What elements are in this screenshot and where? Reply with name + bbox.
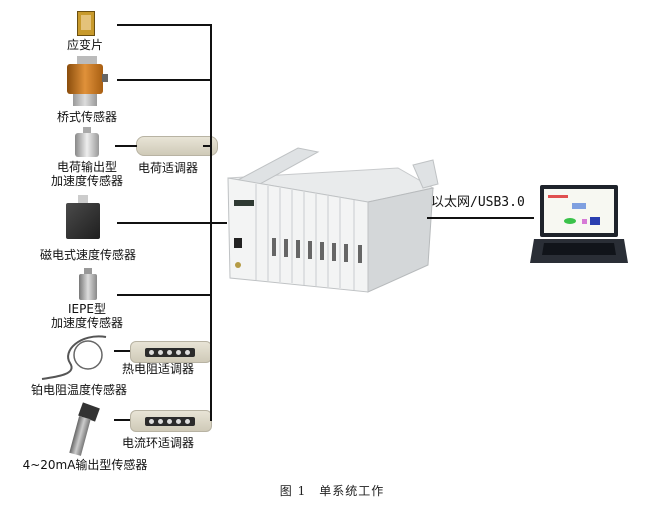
figure-caption: 图 1 单系统工作	[279, 484, 385, 498]
current-loop-conditioner-label: 电流环适调器	[121, 436, 194, 450]
platinum-rtd-icon	[41, 335, 107, 380]
magnetoelectric-link	[117, 222, 211, 224]
laptop-icon	[530, 185, 628, 263]
iepe-accelerometer-label-line2: 加速度传感器	[50, 316, 123, 330]
chassis-link	[211, 222, 227, 224]
charge-conditioner-label: 电荷适调器	[137, 161, 198, 175]
iepe-accelerometer-label: IEPE型 加速度传感器	[45, 302, 129, 330]
charge-conditioner-link	[203, 145, 211, 147]
strain-gauge-icon	[77, 11, 95, 36]
bridge-sensor-label: 桥式传感器	[56, 110, 117, 124]
bridge-sensor-icon	[67, 56, 108, 108]
strain-gauge-label: 应变片	[66, 38, 103, 52]
ethernet-usb-link	[427, 217, 534, 219]
rtd-conditioner-icon	[130, 341, 212, 363]
daq-chassis-icon	[227, 147, 439, 293]
current-loop-sensor-link	[114, 419, 130, 421]
rtd-conditioner-label: 热电阻适调器	[121, 362, 194, 376]
magnetoelectric-sensor-icon	[64, 195, 102, 241]
rtd-conditioner-link	[210, 350, 211, 352]
rtd-sensor-link	[114, 350, 130, 352]
iepe-link	[117, 294, 211, 296]
current-loop-conditioner-icon	[130, 410, 212, 432]
charge-accelerometer-label: 电荷输出型 加速度传感器	[45, 160, 129, 188]
current-loop-sensor-icon	[64, 402, 104, 459]
strain-gauge-link	[117, 24, 211, 26]
link-label: 以太网/USB3.0	[431, 195, 525, 210]
current-loop-sensor-label: 4~20mA输出型传感器	[22, 458, 148, 472]
platinum-rtd-label: 铂电阻温度传感器	[30, 383, 127, 397]
iepe-accelerometer-icon	[79, 268, 97, 300]
charge-accelerometer-icon	[74, 127, 100, 159]
magnetoelectric-sensor-label: 磁电式速度传感器	[39, 248, 136, 262]
charge-accelerometer-label-line1: 电荷输出型	[56, 160, 117, 174]
bridge-sensor-link	[117, 79, 211, 81]
iepe-accelerometer-label-line1: IEPE型	[68, 302, 106, 316]
charge-sensor-link	[115, 145, 137, 147]
charge-accelerometer-label-line2: 加速度传感器	[50, 174, 123, 188]
current-loop-conditioner-link	[210, 419, 211, 421]
